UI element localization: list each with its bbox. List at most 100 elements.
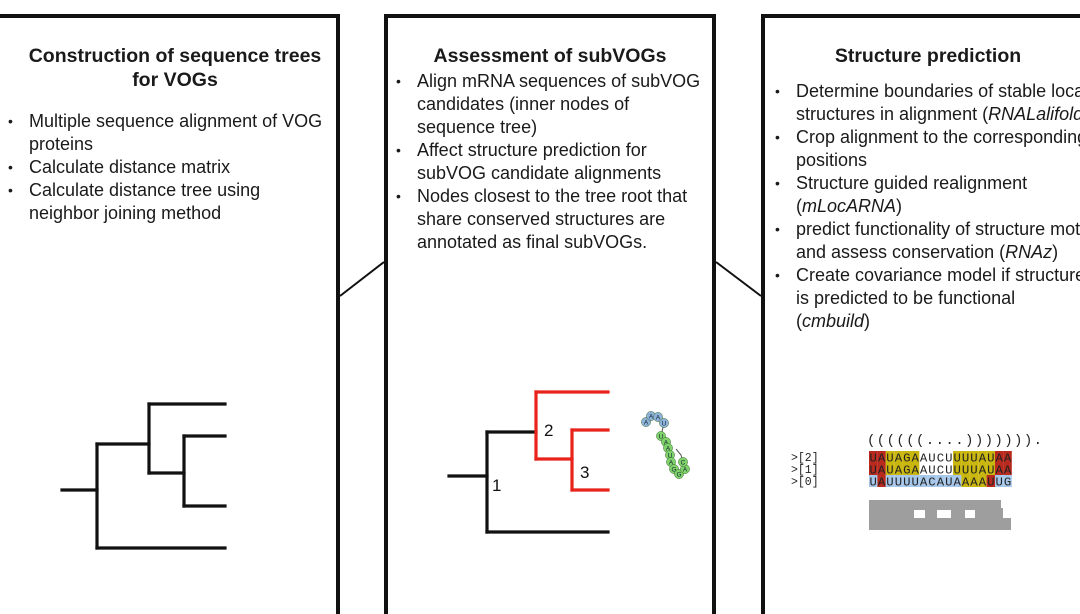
nucleotide-label: U — [668, 453, 673, 460]
alignment-cell — [911, 475, 920, 487]
alignment-cell — [869, 463, 878, 475]
alignment-cell — [969, 451, 979, 463]
nucleotide-label: A — [669, 460, 674, 467]
alignment-cell — [919, 463, 928, 475]
list-item: Calculate distance tree using neighbor j… — [6, 179, 330, 225]
bullet-text: ) — [864, 311, 871, 331]
alignment-cell — [902, 463, 911, 475]
alignment-cell — [944, 451, 953, 463]
list-item: Determine boundaries of stable local str… — [773, 80, 1080, 126]
alignment-cell — [911, 451, 920, 463]
bullet-text: Structure guided realignment ( — [796, 173, 1028, 216]
panel-connectors — [339, 261, 762, 297]
alignment-cell — [953, 475, 962, 487]
node-label: 2 — [544, 421, 553, 440]
bullet-list: Align mRNA sequences of subVOG candidate… — [394, 70, 708, 254]
alignment-cell — [1003, 475, 1012, 487]
list-item: Affect structure prediction for subVOG c… — [394, 139, 708, 185]
nucleotide — [678, 457, 688, 467]
bullet-text: Crop alignment to the corresponding posi… — [796, 127, 1080, 170]
list-item: predict functionality of structure motif… — [773, 218, 1080, 264]
alignment-cell — [961, 463, 970, 475]
alignment-cell — [894, 463, 903, 475]
alignment-cell — [944, 463, 953, 475]
alignment-figure: ((((((....))))))). >[2]>[1]>[0] UAUAGAAUC… — [791, 433, 1043, 530]
nucleotide-label: A — [683, 467, 688, 474]
alignment-cell — [894, 475, 903, 487]
panel-title: Construction of sequence trees for VOGs — [28, 45, 322, 91]
alignment-cell — [877, 451, 886, 463]
alignment-cell — [953, 463, 962, 475]
conservation-bar — [869, 500, 1011, 530]
alignment-cell — [995, 463, 1004, 475]
nucleotide-label: A — [664, 440, 669, 447]
list-item: Create covariance model if structure is … — [773, 264, 1080, 333]
alignment-cell — [919, 475, 928, 487]
tool-name: RNALalifold — [988, 104, 1080, 124]
sequence-row: UAUAGAAUCUUUUAUAA — [870, 452, 1012, 466]
nucleotide-label: U — [659, 434, 664, 441]
list-item: Align mRNA sequences of subVOG candidate… — [394, 70, 708, 139]
panel-assessment: Assessment of subVOGs Align mRNA sequenc… — [384, 14, 716, 614]
bullet-text: Create covariance model if structure is … — [796, 265, 1080, 331]
sequence-name: >[0] — [791, 476, 819, 489]
nucleotide-label: U — [662, 421, 667, 428]
list-item: Crop alignment to the corresponding posi… — [773, 126, 1080, 172]
sequence-row: UAUUUUACAUAAAAUUG — [870, 476, 1012, 490]
alignment-cell — [986, 475, 995, 487]
alignment-cell — [986, 463, 995, 475]
sequence-name: >[1] — [791, 464, 819, 477]
alignment-cell — [927, 475, 937, 487]
alignment-cell — [902, 451, 911, 463]
alignment-cell — [885, 475, 895, 487]
alignment-cell — [869, 475, 878, 487]
alignment-cell — [969, 463, 979, 475]
alignment-cell — [944, 475, 953, 487]
alignment-cell — [1003, 451, 1012, 463]
bullet-list: Determine boundaries of stable local str… — [773, 80, 1080, 333]
list-item: Multiple sequence alignment of VOG prote… — [6, 110, 330, 156]
tool-name: cmbuild — [802, 311, 865, 331]
tool-name: RNAz — [1005, 242, 1053, 262]
alignment-cell — [927, 463, 937, 475]
nucleotide-label: C — [681, 460, 686, 467]
tool-name: mLocARNA — [802, 196, 897, 216]
alignment-cell — [936, 451, 945, 463]
nucleotide — [659, 418, 669, 428]
bullet-text: ) — [1052, 242, 1059, 262]
bullet-text: Determine boundaries of stable local str… — [796, 81, 1080, 124]
sequence-name: >[2] — [791, 452, 819, 465]
alignment-cell — [986, 451, 995, 463]
alignment-cell — [927, 451, 937, 463]
alignment-cell — [1003, 463, 1012, 475]
alignment-cell — [877, 463, 886, 475]
list-item: Structure guided realignment (mLocARNA) — [773, 172, 1080, 218]
alignment-cell — [953, 451, 962, 463]
nucleotide-label: A — [666, 446, 671, 453]
node-label: 1 — [492, 476, 501, 495]
alignment-cell — [869, 451, 878, 463]
alignment-cell — [885, 463, 895, 475]
structure-string: ((((((....))))))). — [867, 433, 1043, 449]
alignment-cell — [936, 463, 945, 475]
alignment-cell — [885, 451, 895, 463]
nucleotide-label: G — [676, 472, 681, 479]
alignment-cell — [902, 475, 911, 487]
alignment-cell — [919, 451, 928, 463]
nucleotide-label: G — [671, 467, 676, 474]
alignment-cell — [877, 475, 886, 487]
node-label: 3 — [580, 463, 589, 482]
sequence-tree-diagram — [60, 402, 227, 550]
bullet-text: ) — [896, 196, 903, 216]
nucleotide-label: A — [644, 420, 649, 427]
alignment-cell — [995, 451, 1004, 463]
sequence-row: UAUAGAAUCUUUUAUAA — [870, 464, 1012, 478]
alignment-cell — [978, 451, 987, 463]
alignment-cell — [961, 475, 970, 487]
alignment-cell — [936, 475, 945, 487]
panel-construction: Construction of sequence trees for VOGs … — [0, 14, 340, 614]
alignment-cell — [995, 475, 1004, 487]
alignment-cell — [978, 475, 987, 487]
